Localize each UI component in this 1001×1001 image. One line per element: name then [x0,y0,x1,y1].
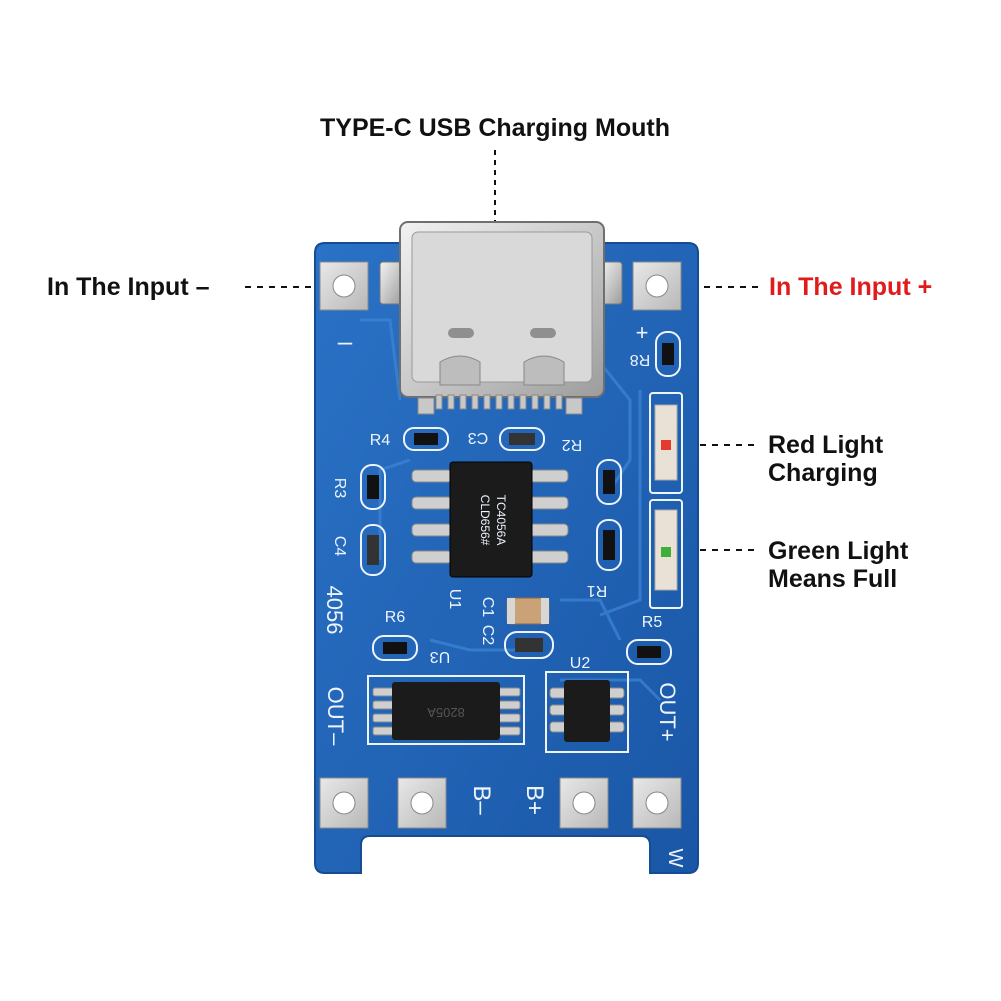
silk-r2: R2 [562,436,583,453]
pad-out-negative [319,777,369,829]
silk-r3: R3 [331,478,348,499]
silk-c4: C4 [331,536,348,557]
silk-c2: C2 [479,625,496,646]
chip-u3: 8205A [367,675,525,745]
resistor-r8 [655,331,681,377]
silk-c1: C1 [479,597,496,618]
pad-input-negative [319,261,369,311]
silk-r5: R5 [642,614,663,631]
silk-u3: U3 [430,648,451,665]
silk-u1: U1 [446,589,463,610]
usb-c-connector [379,221,623,415]
capacitor-c2 [504,631,554,659]
capacitor-c4 [360,524,386,576]
resistor-r1 [596,519,622,571]
green-led [649,499,683,609]
usb-port-label: TYPE-C USB Charging Mouth [320,114,670,142]
silk-r1: R1 [587,582,608,599]
resistor-r5 [626,639,672,665]
silk-r8: R8 [630,351,651,368]
chip-u1: TC4056A CLD656# [411,461,569,578]
silk-minus: – [338,326,353,356]
resistor-r4 [403,427,449,451]
chip-u3-marking: 8205A [427,705,465,720]
pad-battery-positive [559,777,609,829]
silk-out-minus: OUT– [323,687,348,746]
silk-c3: C3 [468,429,489,446]
pad-battery-negative [397,777,447,829]
silk-w: W [664,849,686,868]
silk-r4: R4 [370,432,391,449]
green-light-label-line2: Means Full [768,565,898,593]
silk-battery-plus: B+ [521,785,548,815]
resistor-r3 [360,464,386,510]
input-positive-label: In The Input + [769,273,933,301]
green-light-label: Green Light Means Full [768,537,908,593]
silk-r6: R6 [385,609,406,626]
capacitor-c3 [499,427,545,451]
silk-battery-minus: B– [468,785,495,815]
silk-u2: U2 [570,655,591,672]
red-light-label-line2: Charging [768,459,878,487]
resistor-r6 [372,635,418,661]
resistor-r2 [596,459,622,505]
input-negative-label: In The Input – [47,273,210,301]
chip-u1-marking-2: CLD656# [478,495,492,546]
pad-input-positive [632,261,682,311]
chip-u2 [545,671,629,753]
red-light-label: Red Light Charging [768,431,883,487]
chip-u1-marking-1: TC4056A [494,495,508,546]
pad-out-positive [632,777,682,829]
green-light-label-line1: Green Light [768,537,909,565]
red-light-label-line1: Red Light [768,431,884,459]
silk-out-plus: OUT+ [655,682,680,741]
silk-plus: + [636,320,649,345]
silk-model-number: 4056 [322,586,347,635]
red-led [649,392,683,494]
capacitor-c1 [506,597,550,625]
